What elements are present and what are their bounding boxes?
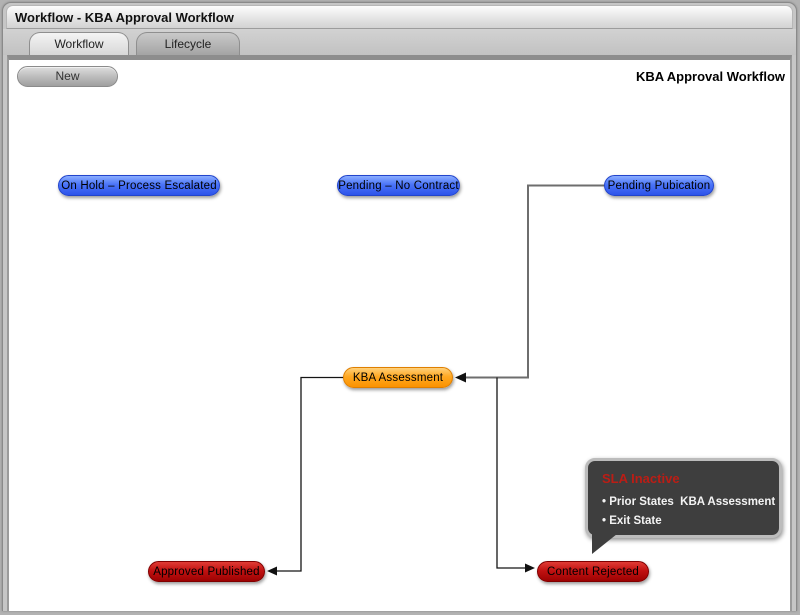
sla-tooltip-exit-state: • Exit State [602, 515, 662, 527]
sla-tooltip-prior-states: • Prior States KBA Assessment [602, 496, 776, 508]
diagram-heading: KBA Approval Workflow [635, 69, 785, 84]
sla-tooltip: SLA Inactive • Prior States KBA Assessme… [585, 458, 782, 554]
sla-tooltip-title: SLA Inactive [602, 471, 680, 486]
node-pending-no-contract[interactable]: Pending – No Contract [337, 175, 460, 196]
node-pending-pubication[interactable]: Pending Pubication [604, 175, 714, 196]
node-kba-assessment[interactable]: KBA Assessment [343, 367, 453, 388]
workflow-canvas: New KBA Approval Workflow On Hold – Proc… [9, 60, 790, 611]
content-panel: New KBA Approval Workflow On Hold – Proc… [7, 55, 792, 611]
window-title: Workflow - KBA Approval Workflow [15, 9, 234, 25]
window-titlebar: Workflow - KBA Approval Workflow [6, 5, 793, 29]
node-approved-published[interactable]: Approved Published [148, 561, 265, 582]
tab-lifecycle[interactable]: Lifecycle [136, 32, 240, 55]
new-button[interactable]: New [17, 66, 118, 87]
node-on-hold-process-escalated[interactable]: On Hold – Process Escalated [58, 175, 220, 196]
tab-bar: Workflow Lifecycle [3, 29, 796, 55]
node-content-rejected[interactable]: Content Rejected [537, 561, 649, 582]
tab-workflow[interactable]: Workflow [29, 32, 129, 55]
